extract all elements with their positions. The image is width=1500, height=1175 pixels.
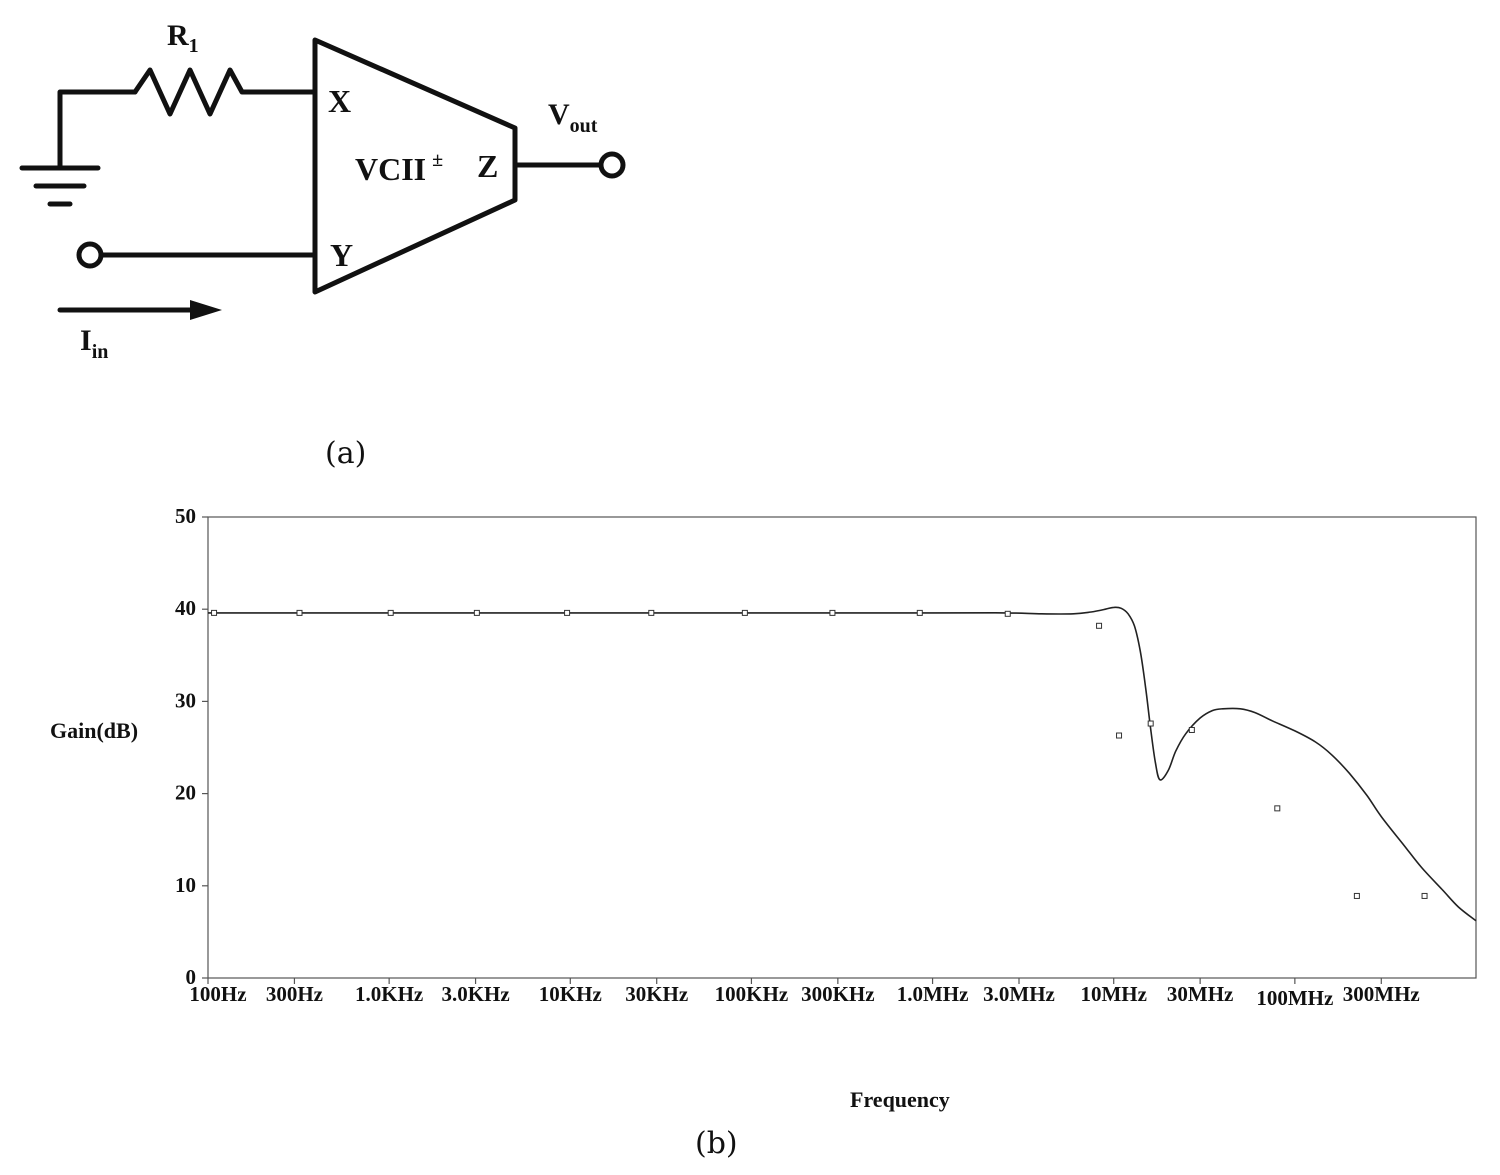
x-tick-label: 10KHz bbox=[539, 982, 602, 1006]
x-tick-label: 30KHz bbox=[625, 982, 688, 1006]
x-tick-label: 300KHz bbox=[801, 982, 875, 1006]
data-point-marker bbox=[916, 609, 923, 616]
data-point-marker bbox=[1116, 732, 1123, 739]
data-point-marker bbox=[1147, 720, 1154, 727]
data-point-marker bbox=[1004, 610, 1011, 617]
caption-a: (a) bbox=[325, 436, 367, 471]
label-vcii: VCII± bbox=[355, 149, 443, 187]
data-point-marker bbox=[829, 609, 836, 616]
data-point-marker bbox=[1188, 726, 1195, 733]
plot-area bbox=[207, 516, 1477, 979]
caption-b: (b) bbox=[695, 1126, 738, 1161]
x-tick-label: 3.0KHz bbox=[441, 982, 509, 1006]
x-tick-label: 300Hz bbox=[266, 982, 323, 1006]
data-point-marker bbox=[473, 609, 480, 616]
label-port-z: Z bbox=[477, 148, 498, 184]
label-port-y: Y bbox=[330, 237, 353, 273]
data-point-marker bbox=[564, 609, 571, 616]
ground-wire bbox=[57, 89, 138, 171]
label-port-x: X bbox=[328, 83, 351, 119]
data-point-marker bbox=[1353, 892, 1360, 899]
y-tick-label: 20 bbox=[175, 781, 196, 805]
x-tick-label: 1.0MHz bbox=[897, 982, 969, 1006]
y-tick-label: 10 bbox=[175, 873, 196, 897]
x-tick-label: 300MHz bbox=[1343, 982, 1420, 1006]
x-tick-label: 30MHz bbox=[1167, 982, 1233, 1006]
label-iin: Iin bbox=[80, 324, 108, 363]
data-point-marker bbox=[741, 609, 748, 616]
data-point-marker bbox=[648, 609, 655, 616]
y-tick-label: 0 bbox=[186, 965, 197, 989]
y-axis-title: Gain(dB) bbox=[50, 718, 138, 743]
x-tick-label: 1.0KHz bbox=[355, 982, 423, 1006]
data-point-marker bbox=[211, 609, 218, 616]
current-arrow-head bbox=[190, 300, 222, 320]
circuit-diagram: R1 X Y Z VCII± Vout Iin bbox=[19, 19, 626, 363]
y-tick-label: 50 bbox=[175, 504, 196, 528]
y-tick-label: 30 bbox=[175, 688, 196, 712]
x-tick-label: 3.0MHz bbox=[983, 982, 1055, 1006]
y-tick-label: 40 bbox=[175, 596, 196, 620]
data-point-marker bbox=[1421, 892, 1428, 899]
x-tick-label: 10MHz bbox=[1080, 982, 1146, 1006]
vcii-block bbox=[312, 37, 518, 295]
output-terminal bbox=[598, 151, 626, 179]
label-r: R1 bbox=[167, 19, 199, 57]
gain-curve bbox=[208, 606, 1477, 922]
x-tick-label: 100Hz bbox=[189, 982, 246, 1006]
data-point-marker bbox=[1274, 805, 1281, 812]
x-tick-label: 100MHz bbox=[1256, 986, 1333, 1010]
data-point-marker bbox=[387, 609, 394, 616]
gain-frequency-chart: 0 10 20 30 40 50 100Hz 300Hz 1.0KHz 3.0KHz 10KHz 3… bbox=[50, 504, 1477, 1112]
x-tick-label: 100KHz bbox=[715, 982, 789, 1006]
label-vout: Vout bbox=[548, 98, 598, 137]
data-point-marker bbox=[296, 609, 303, 616]
x-axis-title: Frequency bbox=[850, 1087, 950, 1112]
resistor-r1 bbox=[132, 67, 318, 117]
input-terminal bbox=[76, 241, 104, 269]
data-point-marker bbox=[1096, 622, 1103, 629]
